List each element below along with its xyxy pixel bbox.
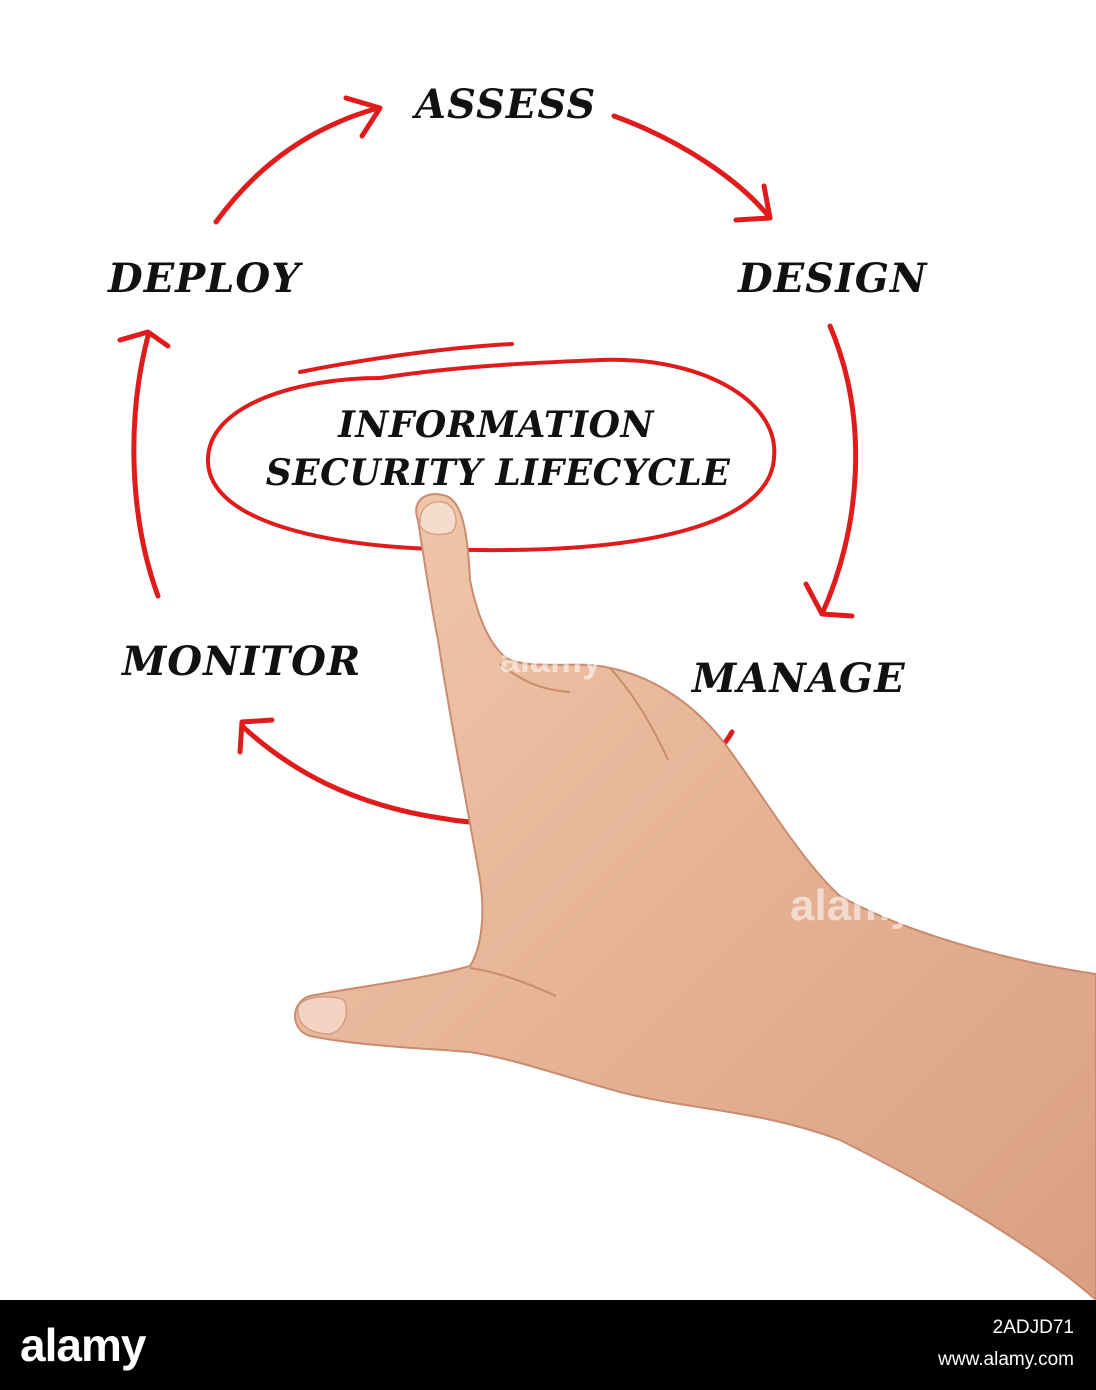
- center-label-line-1: INFORMATION: [337, 404, 655, 446]
- stage-label-assess: ASSESS: [411, 81, 596, 128]
- footer-url: www.alamy.com: [938, 1349, 1074, 1370]
- stage-label-design: DESIGN: [737, 255, 928, 302]
- stage-label-deploy: DEPLOY: [107, 255, 303, 302]
- watermark-alamy-1: alamy: [500, 639, 602, 680]
- arrow-design-to-manage: [803, 323, 859, 619]
- arrow-monitor-to-deploy: [117, 329, 171, 599]
- footer-logo: alamy: [20, 1319, 146, 1371]
- lifecycle-diagram: ASSESS DESIGN MANAGE MONITOR DEPLOY INFO…: [107, 81, 1096, 1300]
- center-label-line-2: SECURITY LIFECYCLE: [266, 452, 731, 494]
- footer-image-id: 2ADJD71: [992, 1317, 1074, 1338]
- footer-bar: alamy 2ADJD71 www.alamy.com: [0, 1300, 1096, 1390]
- pointing-hand-image: [294, 493, 1096, 1300]
- arrow-deploy-to-assess: [213, 95, 383, 225]
- watermark-alamy-2: alamy: [790, 881, 915, 930]
- center-ellipse: [205, 342, 777, 553]
- stage-label-monitor: MONITOR: [120, 638, 361, 685]
- arrow-assess-to-design: [611, 113, 773, 223]
- stage-label-manage: MANAGE: [690, 655, 906, 702]
